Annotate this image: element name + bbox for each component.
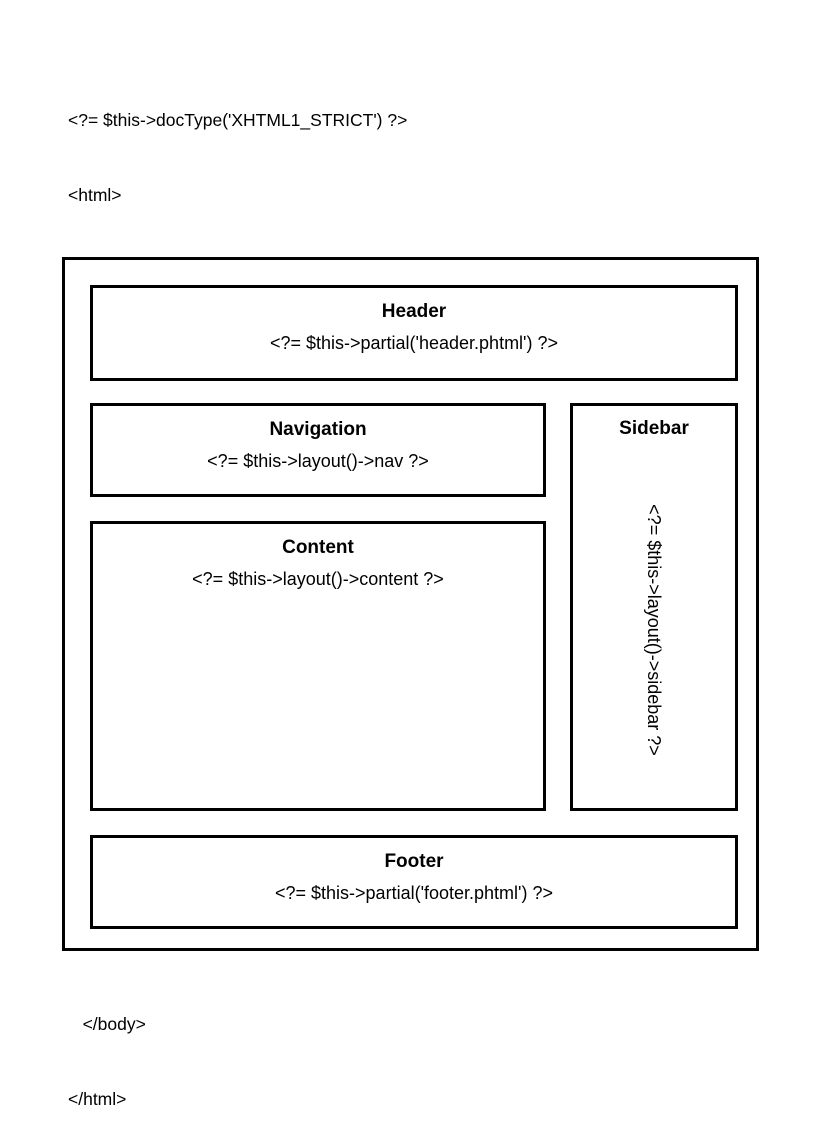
navigation-region-title: Navigation bbox=[269, 419, 367, 440]
content-region-title: Content bbox=[282, 537, 354, 558]
footer-region-box: Footer <?= $this->partial('footer.phtml'… bbox=[90, 835, 738, 929]
content-region-box: Content <?= $this->layout()->content ?> bbox=[90, 521, 546, 811]
code-line-body-close: </body> bbox=[68, 1014, 146, 1034]
header-region-box: Header <?= $this->partial('header.phtml'… bbox=[90, 285, 738, 381]
footer-region-title: Footer bbox=[384, 851, 444, 872]
content-region-code: <?= $this->layout()->content ?> bbox=[192, 569, 444, 589]
sidebar-region-box: Sidebar <?= $this->layout()->sidebar ?> bbox=[570, 403, 738, 811]
navigation-region-code: <?= $this->layout()->nav ?> bbox=[207, 451, 429, 471]
header-region-code: <?= $this->partial('header.phtml') ?> bbox=[269, 333, 559, 353]
sidebar-region-title: Sidebar bbox=[619, 418, 689, 439]
footer-region-code: <?= $this->partial('footer.phtml') ?> bbox=[274, 883, 554, 903]
sidebar-region-code: <?= $this->layout()->sidebar ?> bbox=[644, 504, 664, 756]
code-line-html-close: </html> bbox=[68, 1089, 127, 1109]
code-line-html-open: <html> bbox=[68, 185, 122, 205]
sidebar-region-code-wrap: <?= $this->layout()->sidebar ?> bbox=[573, 452, 735, 808]
code-line-doctype: <?= $this->docType('XHTML1_STRICT') ?> bbox=[68, 110, 408, 130]
layout-diagram-outer-box: Header <?= $this->partial('header.phtml'… bbox=[62, 257, 759, 951]
header-region-title: Header bbox=[381, 301, 447, 322]
code-listing-bottom: </body> </html> bbox=[68, 962, 146, 1137]
navigation-region-box: Navigation <?= $this->layout()->nav ?> bbox=[90, 403, 546, 497]
